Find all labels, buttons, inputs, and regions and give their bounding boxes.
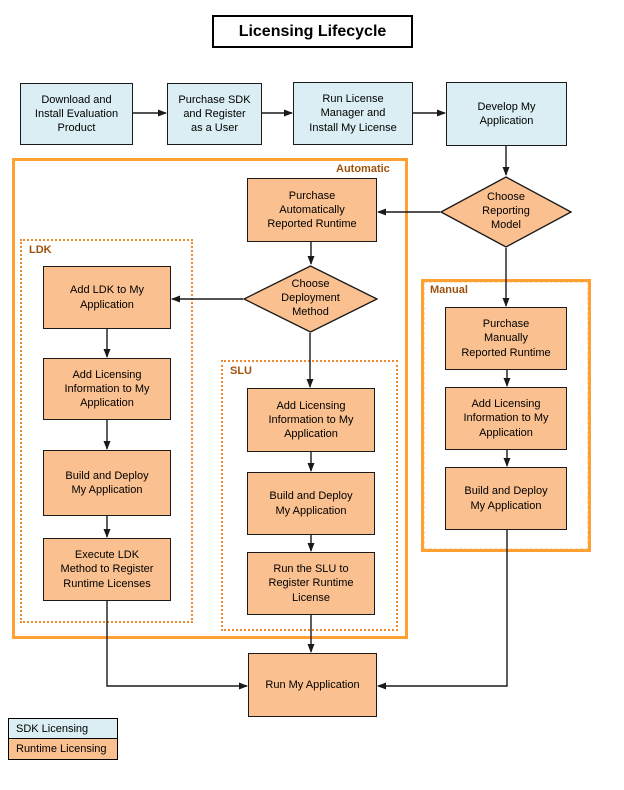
flow-node-ldk-add-licensing: Add Licensing Information to My Applicat… [43,358,171,420]
group-frame-automatic [12,158,408,639]
flow-node-run-license-manager: Run License Manager and Install My Licen… [293,82,413,145]
flow-node-ldk-build-deploy: Build and Deploy My Application [43,450,171,516]
flow-node-slu-add-licensing: Add Licensing Information to My Applicat… [247,388,375,452]
group-label-manual: Manual [430,284,468,296]
flow-node-choose-deployment-method: Choose Deployment Method [243,265,378,333]
node-label-choose-deployment-method: Choose Deployment Method [281,278,340,318]
flow-node-download-install-eval: Download and Install Evaluation Product [20,83,133,145]
group-label-ldk: LDK [29,244,52,256]
flow-node-slu-build-deploy: Build and Deploy My Application [247,472,375,535]
flow-node-choose-reporting-model: Choose Reporting Model [440,176,572,248]
diamond-shape-choose-deployment-method [243,265,378,333]
flow-node-run-the-slu: Run the SLU to Register Runtime License [247,552,375,615]
flow-node-purchase-auto-runtime: Purchase Automatically Reported Runtime [247,178,377,242]
diagram-title: Licensing Lifecycle [212,15,413,48]
flow-node-manual-add-licensing: Add Licensing Information to My Applicat… [445,387,567,450]
group-label-automatic: Automatic [336,163,390,175]
flow-node-develop-my-application: Develop My Application [446,82,567,146]
flow-node-add-ldk: Add LDK to My Application [43,266,171,329]
legend-item-sdk: SDK Licensing [8,718,118,739]
diamond-shape-choose-reporting-model [440,176,572,248]
flow-node-purchase-manual-runtime: Purchase Manually Reported Runtime [445,307,567,370]
flow-node-execute-ldk-method: Execute LDK Method to Register Runtime L… [43,538,171,601]
node-label-choose-reporting-model: Choose Reporting Model [482,191,530,231]
e-execute-to-runapp [106,601,248,690]
e-manual-build-to-runapp [377,530,508,690]
flow-node-run-my-application: Run My Application [248,653,377,717]
flow-node-manual-build-deploy: Build and Deploy My Application [445,467,567,530]
legend-item-runtime: Runtime Licensing [8,738,118,760]
group-label-slu: SLU [230,365,252,377]
flow-node-purchase-sdk-register: Purchase SDK and Register as a User [167,83,262,145]
